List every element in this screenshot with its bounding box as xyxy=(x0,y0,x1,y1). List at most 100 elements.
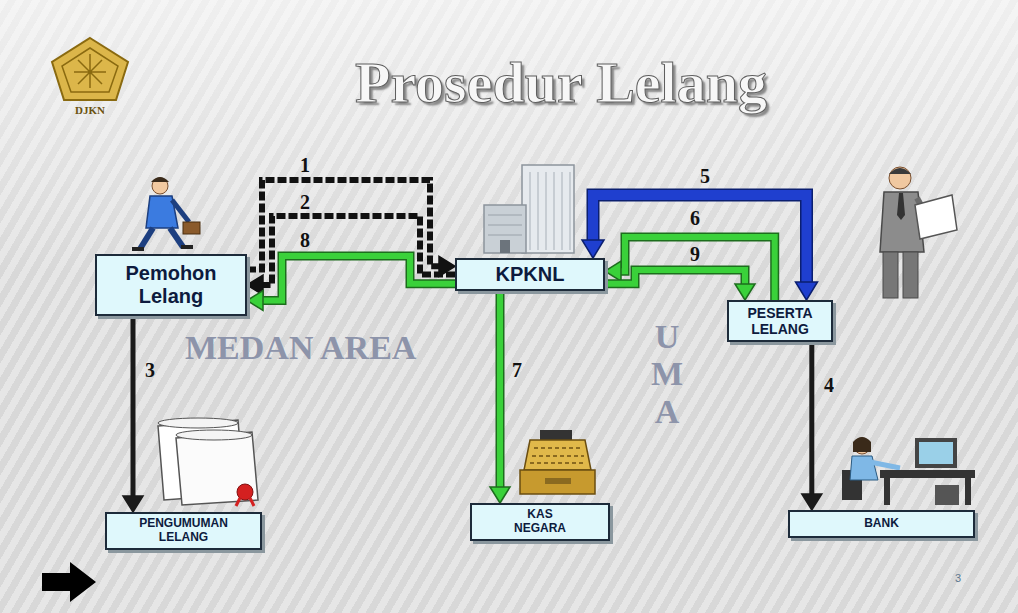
djkn-logo-part xyxy=(62,48,118,92)
applicant-figure-part xyxy=(183,222,200,234)
cash-register-part xyxy=(545,478,571,484)
bidder-figure-part xyxy=(915,195,957,239)
arrow-head xyxy=(796,282,818,300)
applicant-figure xyxy=(132,177,200,251)
next-slide-arrow-part xyxy=(42,562,96,602)
callout-number: 5 xyxy=(700,166,710,186)
callout-number: 3 xyxy=(145,360,155,380)
announcement-scroll-part xyxy=(237,484,253,500)
bank-clerk-desk-part xyxy=(853,437,871,452)
callout-number: 8 xyxy=(300,230,310,250)
callout-number: 2 xyxy=(300,192,310,212)
announcement-scroll-part xyxy=(236,498,254,506)
arrow-head xyxy=(123,496,143,512)
page-number-box: 3 xyxy=(955,572,961,585)
page-number: 3 xyxy=(955,572,961,585)
arrow-head xyxy=(247,291,263,311)
applicant-figure-part xyxy=(152,178,168,194)
bank-clerk-desk-part xyxy=(935,485,959,505)
djkn-logo xyxy=(52,38,128,100)
flow-arrow xyxy=(582,195,818,300)
bidder-figure-part xyxy=(883,252,898,298)
applicant-figure-part xyxy=(151,177,169,182)
flow-arrow xyxy=(605,237,775,300)
cash-register-part xyxy=(520,470,595,494)
callout-number: 7 xyxy=(512,360,522,380)
callout-number: 6 xyxy=(690,208,700,228)
connector-line xyxy=(605,270,745,286)
logo-text-box: DJKN xyxy=(52,104,128,117)
flow-arrow xyxy=(123,316,143,512)
bank-clerk-desk-part xyxy=(850,456,878,480)
office-building-part xyxy=(522,165,574,253)
office-building xyxy=(484,165,574,253)
office-building-part xyxy=(488,215,522,235)
node-text: KAS NEGARA xyxy=(504,508,576,536)
office-box: KPKNL xyxy=(455,258,605,291)
bank-clerk-desk-part xyxy=(915,438,957,468)
callout-number: 4 xyxy=(824,375,834,395)
bidder-figure-part xyxy=(897,193,905,220)
diagram-title: Prosedur Lelang xyxy=(355,50,767,116)
cash-register-part xyxy=(540,430,572,440)
connector-line xyxy=(261,256,455,301)
bank-clerk-desk-part xyxy=(880,470,975,478)
connector-line xyxy=(496,291,505,489)
bank-clerk-desk-part xyxy=(884,478,890,505)
applicant-figure-part xyxy=(170,228,183,247)
announcement-scroll-part xyxy=(176,432,258,505)
bank-clerk-desk-part xyxy=(965,478,971,505)
arrow-head xyxy=(582,240,604,258)
cash-register xyxy=(520,430,595,494)
cash-register-part xyxy=(530,448,586,463)
office-building-part xyxy=(530,172,570,250)
node-text: BANK xyxy=(796,517,967,531)
process-box: BANK xyxy=(788,510,975,538)
bank-clerk-desk-part xyxy=(870,462,900,468)
watermark-box: UMA xyxy=(650,318,684,430)
bidder-figure-part xyxy=(903,252,918,298)
announcement-scroll-part xyxy=(158,418,238,428)
actor-box: PESERTA LELANG xyxy=(727,300,833,342)
announcement-scroll-part xyxy=(176,430,252,440)
process-box: KAS NEGARA xyxy=(470,503,610,541)
actor-box: Pemohon Lelang xyxy=(95,254,247,316)
callout-number: 1 xyxy=(300,155,310,175)
flow-arrow xyxy=(490,291,510,503)
watermark-box: MEDAN AREA xyxy=(185,328,416,368)
connector-line xyxy=(131,316,136,498)
connector-line xyxy=(261,256,455,301)
flow-arrow xyxy=(605,270,755,300)
node-text: PESERTA LELANG xyxy=(735,305,825,337)
logo-text: DJKN xyxy=(52,104,128,117)
connector-line xyxy=(497,291,503,489)
node-text: PENGUMUMAN LELANG xyxy=(127,517,240,545)
applicant-figure-part xyxy=(140,228,153,249)
djkn-logo-part xyxy=(52,38,128,100)
bidder-figure xyxy=(880,167,957,298)
connector-line xyxy=(809,342,814,496)
announcement-scroll xyxy=(158,418,258,506)
cash-register-part xyxy=(524,440,591,470)
bank-clerk-desk-part xyxy=(919,442,953,464)
bidder-figure-part xyxy=(889,168,911,174)
bidder-figure-part xyxy=(889,167,911,189)
applicant-figure-part xyxy=(172,200,189,222)
arrow-head xyxy=(490,487,510,503)
callout-number: 9 xyxy=(690,244,700,264)
arrow-head xyxy=(802,494,822,510)
watermark: UMA xyxy=(650,318,684,430)
bank-clerk-desk xyxy=(842,437,975,505)
applicant-figure-part xyxy=(132,247,144,251)
next-slide-arrow xyxy=(42,562,96,602)
node-text: Pemohon Lelang xyxy=(105,262,237,308)
flow-arrow xyxy=(802,342,822,510)
arrow-head xyxy=(605,261,621,281)
process-box: PENGUMUMAN LELANG xyxy=(105,512,262,550)
connector-line xyxy=(605,270,745,286)
office-building-part xyxy=(484,205,526,253)
applicant-figure-part xyxy=(181,245,193,249)
djkn-logo-part xyxy=(74,54,106,88)
flow-arrow xyxy=(247,256,455,311)
connector-line xyxy=(261,216,455,285)
